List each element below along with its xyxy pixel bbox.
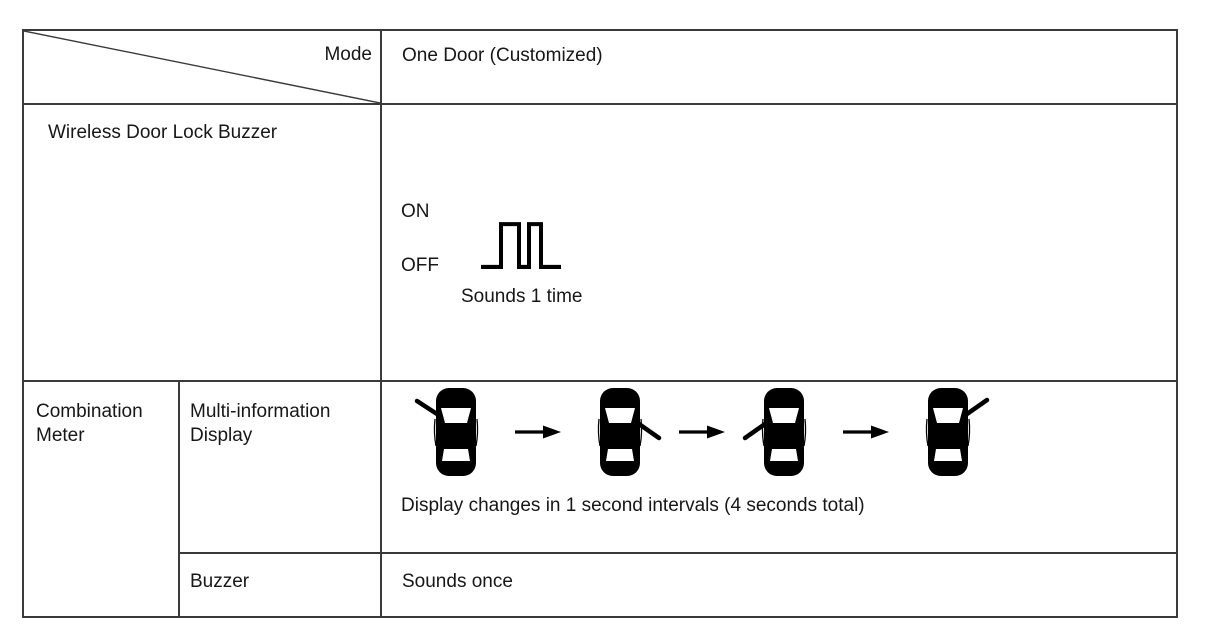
- right-arrow-icon: [843, 425, 889, 439]
- multi-info-display-label-cell: Multi-information Display: [180, 382, 382, 554]
- right-arrow-icon: [679, 425, 725, 439]
- meter-buzzer-label: Buzzer: [190, 571, 250, 592]
- wireless-buzzer-label-cell: Wireless Door Lock Buzzer: [24, 105, 382, 382]
- car-top-view-icon: [925, 388, 990, 476]
- diagonal-divider-line: [24, 31, 380, 103]
- mode-value-cell: One Door (Customized): [382, 31, 1176, 105]
- wireless-buzzer-value-cell: ON OFF Sounds 1 time: [382, 105, 1176, 382]
- mode-header-label: Mode: [324, 44, 372, 65]
- meter-buzzer-label-cell: Buzzer: [180, 554, 382, 616]
- car-top-view-icon: [597, 388, 662, 476]
- mode-value-text: One Door (Customized): [402, 45, 603, 66]
- display-sequence-caption: Display changes in 1 second intervals (4…: [401, 495, 865, 516]
- meter-buzzer-value: Sounds once: [402, 571, 513, 592]
- waveform-caption: Sounds 1 time: [461, 286, 583, 307]
- wireless-buzzer-label: Wireless Door Lock Buzzer: [48, 122, 278, 143]
- meter-buzzer-value-cell: Sounds once: [382, 554, 1176, 616]
- combination-meter-label-cell: Combination Meter: [24, 382, 180, 616]
- waveform-on-label: ON: [401, 201, 430, 222]
- buzzer-pulse-waveform-icon: [481, 222, 561, 269]
- combination-meter-label: Combination Meter: [36, 401, 143, 446]
- car-top-view-icon: [742, 388, 807, 476]
- door-lock-mode-table: Mode One Door (Customized) Wireless Door…: [22, 29, 1178, 618]
- table-corner-cell: Mode: [24, 31, 382, 105]
- door-open-sequence: [414, 386, 990, 478]
- multi-info-display-value-cell: Display changes in 1 second intervals (4…: [382, 382, 1176, 554]
- multi-info-display-label: Multi-information Display: [190, 401, 331, 446]
- right-arrow-icon: [515, 425, 561, 439]
- waveform-off-label: OFF: [401, 255, 439, 276]
- car-top-view-icon: [414, 388, 479, 476]
